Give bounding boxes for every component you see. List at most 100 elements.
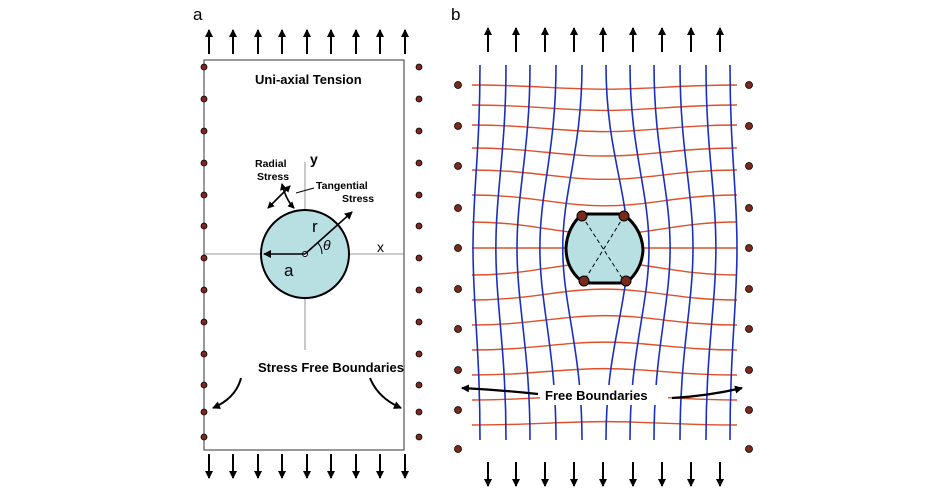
panel-a-top-arrows [205,29,409,54]
boundary-node [745,162,753,170]
hole-diagonal-1 [581,215,625,282]
boundary-node [200,63,208,71]
panel-a-letter: a [193,5,203,24]
boundary-node [745,244,753,252]
x-axis-label: x [377,239,384,255]
boundary-node [200,318,208,326]
boundary-node [415,318,423,326]
red-grid-line [471,169,738,181]
y-axis-label: y [310,151,318,167]
red-grid-line [471,420,738,426]
panel-a: a Uni-axial Tension x y r θ a Radial Str… [193,5,423,479]
panel-a-bottom-arrows [205,454,409,479]
boundary-node [415,433,423,441]
red-grid-line [471,194,738,207]
red-grid-line [471,341,738,351]
panel-a-right-nodes [415,63,423,441]
free-boundaries-label-bg [540,385,668,405]
boundary-node [454,162,462,170]
boundary-node [200,433,208,441]
hole-node [578,275,590,287]
red-grid-line [471,147,738,157]
boundary-node [415,254,423,262]
tangential-stress-label-2: Stress [342,193,374,205]
panel-a-left-nodes [200,63,208,441]
boundary-node [415,408,423,416]
boundary-node [415,381,423,389]
boundary-node [415,191,423,199]
boundary-node [454,122,462,130]
blue-grid-line [679,64,694,441]
boundary-node [200,191,208,199]
blue-grid-line [561,64,583,441]
tangential-stress-arrow [280,183,295,209]
panel-a-title: Uni-axial Tension [255,72,362,87]
stress-free-boundaries-label: Stress Free Boundaries [258,360,404,375]
boundary-node [415,159,423,167]
boundary-node [745,406,753,414]
red-grid-line [471,367,738,376]
red-grid-line [471,104,738,112]
red-grid-line [471,288,738,301]
panel-b-letter: b [451,5,460,24]
boundary-node [745,445,753,453]
boundary-node [200,254,208,262]
panel-b: b Free Boundaries [451,5,753,487]
radial-stress-label-2: Stress [257,171,289,183]
boundary-node [200,159,208,167]
blue-grid-line [729,64,738,441]
boundary-node [745,366,753,374]
boundary-node [415,127,423,135]
boundary-node [415,63,423,71]
tangential-stress-label-1: Tangential [316,180,368,192]
boundary-node [200,381,208,389]
boundary-node [745,122,753,130]
boundary-node [454,325,462,333]
boundary-node [200,127,208,135]
boundary-node [200,95,208,103]
red-grid-line [471,124,738,133]
hole-node [576,210,588,222]
free-boundaries-arrow-left [461,384,539,396]
boundary-node [745,204,753,212]
boundary-node [415,95,423,103]
panel-b-left-nodes [454,81,462,453]
boundary-node [200,222,208,230]
free-boundaries-label: Free Boundaries [545,388,648,403]
symbol-theta: θ [323,237,331,253]
stress-free-arrow-right [369,377,402,409]
blue-grid-line [495,64,507,441]
panel-b-top-arrows [484,27,724,52]
blue-grid-line [539,64,557,441]
boundary-node [454,366,462,374]
blue-grid-line [629,64,650,441]
boundary-node [745,285,753,293]
hole-node [620,275,632,287]
boundary-node [200,350,208,358]
panel-b-right-nodes [745,81,753,453]
boundary-node [454,81,462,89]
boundary-node [454,244,462,252]
boundary-node [745,81,753,89]
r-vector-arrow [304,211,353,255]
panel-b-red-grid [471,84,738,426]
symbol-a: a [284,261,294,280]
radial-stress-label-1: Radial [255,158,287,170]
tangential-leader-line [295,187,315,194]
stress-free-arrow-left [212,377,242,409]
boundary-node [415,222,423,230]
hole-diagonal-2 [583,215,625,282]
blue-grid-line [705,64,717,441]
panel-b-bottom-arrows [484,462,724,487]
boundary-node [454,445,462,453]
boundary-node [415,286,423,294]
boundary-node [200,286,208,294]
red-grid-line [471,84,738,90]
hole-node [618,210,630,222]
boundary-node [745,325,753,333]
blue-grid-line [653,64,671,441]
boundary-node [200,408,208,416]
blue-grid-line [472,64,481,441]
